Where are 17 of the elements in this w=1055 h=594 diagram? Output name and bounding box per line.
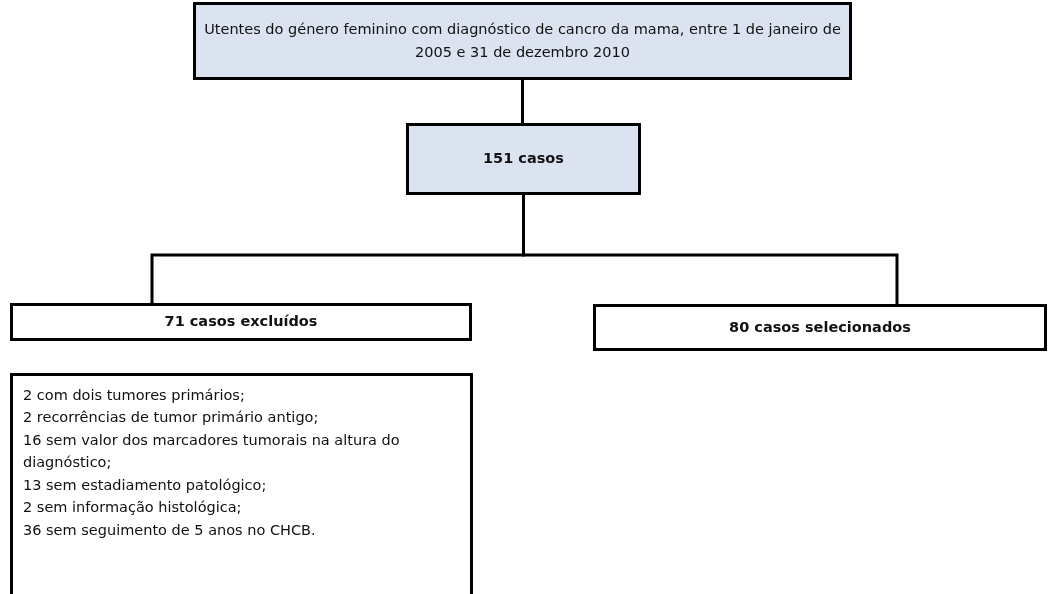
list-item: 16 sem valor dos marcadores tumorais na altura do diagnóstico; xyxy=(23,430,401,473)
connector-line xyxy=(522,195,899,304)
process-box xyxy=(10,303,472,341)
box-label: 151 casos xyxy=(482,149,565,169)
process-box xyxy=(406,123,641,195)
exclusion-list-box xyxy=(10,373,473,594)
process-box xyxy=(593,304,1047,351)
list-item: 13 sem estadiamento patológico; xyxy=(23,475,268,495)
connector-line xyxy=(521,80,524,123)
list-item: 2 com dois tumores primários; xyxy=(23,386,246,405)
box-label: 80 casos selecionados xyxy=(728,317,912,337)
list-item: 2 sem informação histológica; xyxy=(23,498,243,518)
list-item: 36 sem seguimento de 5 anos no CHCB. xyxy=(23,520,317,540)
box-label: 71 casos excluídos xyxy=(163,312,319,332)
process-box xyxy=(193,2,852,80)
list-item: 2 recorrências de tumor primário antigo; xyxy=(23,408,320,428)
box-label: Utentes do género feminino com diagnóstico de cancro da mama, entre 1 de janeiro de 2005 e 31 de dezembro 2010 xyxy=(203,19,842,62)
